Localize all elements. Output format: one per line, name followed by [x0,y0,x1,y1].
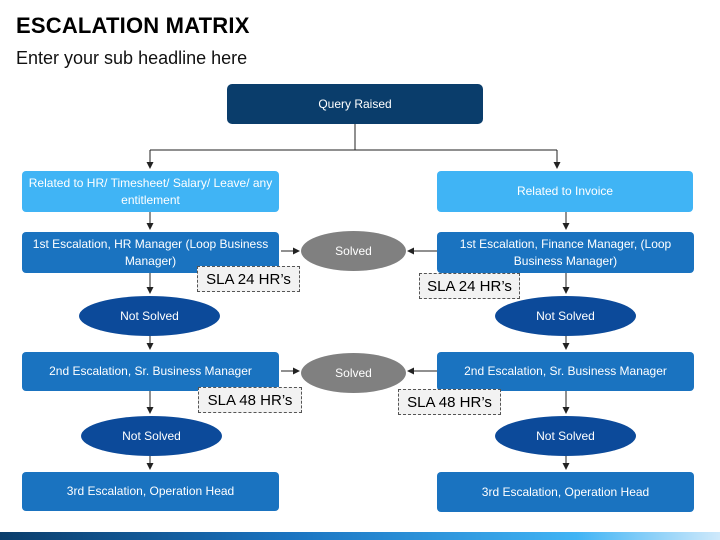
solved-ellipse-2: Solved [301,353,406,393]
right-sla-24-label: SLA 24 HR’s [419,273,520,299]
page-subtitle: Enter your sub headline here [16,48,248,68]
left-not-solved-1: Not Solved [79,296,220,336]
left-second-escalation-box: 2nd Escalation, Sr. Business Manager [22,352,279,391]
right-second-escalation-box: 2nd Escalation, Sr. Business Manager [437,352,694,391]
right-first-escalation-box: 1st Escalation, Finance Manager, (Loop B… [437,232,694,273]
right-not-solved-2: Not Solved [495,416,636,456]
left-sla-24-label: SLA 24 HR’s [197,266,300,292]
left-sla-48-label: SLA 48 HR’s [198,387,302,413]
left-third-escalation-box: 3rd Escalation, Operation Head [22,472,279,511]
query-raised-box: Query Raised [227,84,483,124]
right-third-escalation-box: 3rd Escalation, Operation Head [437,472,694,512]
right-not-solved-1: Not Solved [495,296,636,336]
left-not-solved-2: Not Solved [81,416,222,456]
hr-category-box: Related to HR/ Timesheet/ Salary/ Leave/… [22,171,279,212]
footer-bar [0,532,720,540]
invoice-category-box: Related to Invoice [437,171,693,212]
left-first-escalation-box: 1st Escalation, HR Manager (Loop Busines… [22,232,279,273]
page-title: ESCALATION MATRIX [16,13,250,38]
right-sla-48-label: SLA 48 HR’s [398,389,501,415]
solved-ellipse-1: Solved [301,231,406,271]
